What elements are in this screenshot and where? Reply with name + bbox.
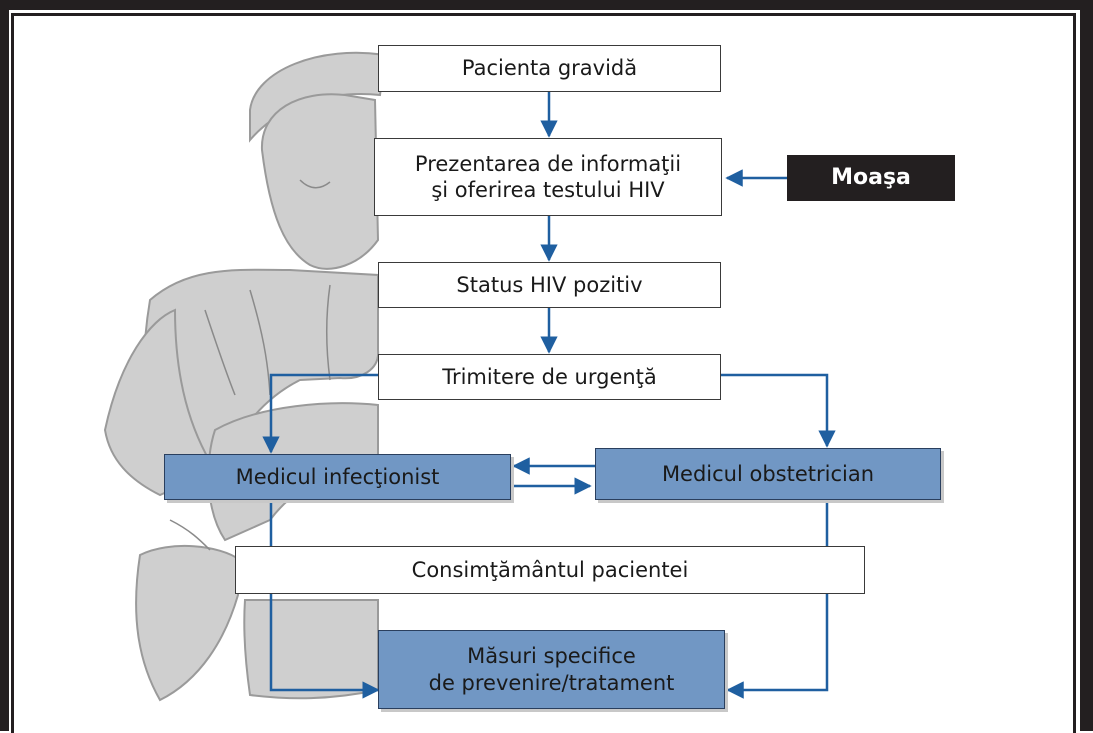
referral-box: Trimitere de urgenţă [378,354,721,400]
edge-obstetrician-measures [726,500,829,699]
infectious-disease-doctor-label: Medicul infecţionist [235,464,440,489]
referral-label: Trimitere de urgenţă [442,364,657,389]
measures-box: Măsuri specifice de prevenire/tratament [378,630,725,709]
midwife-label: Moaşa [831,165,911,191]
patient-label: Pacienta gravidă [461,56,638,81]
information-box: Prezentarea de informaţii şi oferirea te… [374,138,722,216]
obstetrician-box: Medicul obstetrician [595,448,941,500]
status-box: Status HIV pozitiv [378,262,721,308]
patient-box: Pacienta gravidă [378,45,721,92]
status-label: Status HIV pozitiv [456,272,643,297]
edge-referral-infectious [262,373,378,454]
midwife-box: Moaşa [787,155,955,201]
consent-label: Consimţământul pacientei [411,557,689,582]
consent-box: Consimţământul pacientei [235,546,865,594]
edge-infectious-measures [269,500,380,699]
measures-label: Măsuri specifice de prevenire/tratament [428,644,675,695]
edge-referral-obstetrician [721,373,836,448]
information-label: Prezentarea de informaţii şi oferirea te… [414,151,682,202]
obstetrician-label: Medicul obstetrician [661,461,875,486]
infectious-disease-doctor-box: Medicul infecţionist [164,454,511,500]
